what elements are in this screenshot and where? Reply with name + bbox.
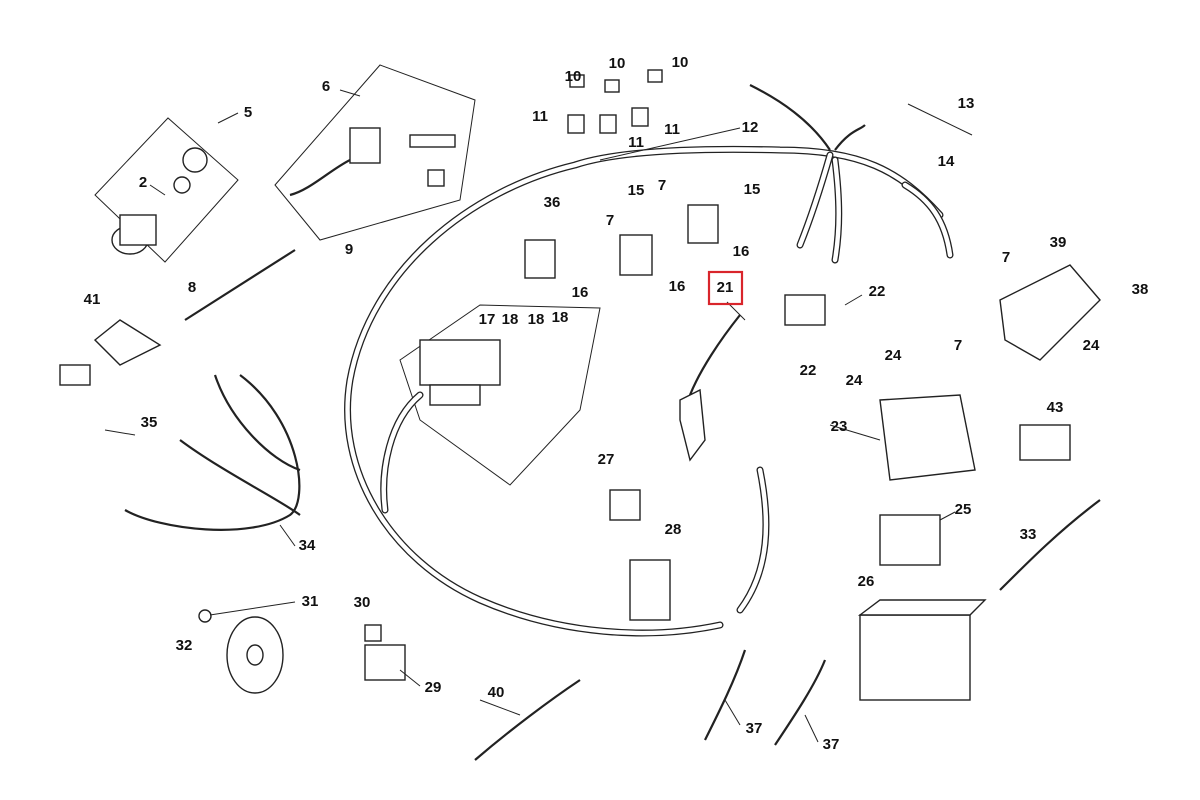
- callout-label-8: 8: [188, 279, 196, 296]
- callout-label-24: 24: [846, 372, 863, 389]
- callout-label-37: 37: [746, 720, 763, 737]
- callout-label-34: 34: [299, 537, 316, 554]
- callout-label-13: 13: [958, 95, 975, 112]
- highlight-box-21: [707, 270, 744, 306]
- callout-label-43: 43: [1047, 399, 1064, 416]
- callout-label-2: 2: [139, 174, 147, 191]
- callout-label-18: 18: [502, 311, 519, 328]
- callout-label-11: 11: [628, 134, 644, 151]
- callout-label-33: 33: [1020, 526, 1037, 543]
- callout-label-29: 29: [425, 679, 442, 696]
- callout-label-35: 35: [141, 414, 158, 431]
- callout-label-26: 26: [858, 573, 875, 590]
- callout-label-14: 14: [938, 153, 955, 170]
- callout-label-22: 22: [800, 362, 817, 379]
- callout-label-10: 10: [672, 54, 689, 71]
- callout-label-7: 7: [658, 177, 666, 194]
- callout-label-11: 11: [664, 121, 680, 138]
- callout-label-7: 7: [1002, 249, 1010, 266]
- callout-label-25: 25: [955, 501, 972, 518]
- callout-label-41: 41: [84, 291, 101, 308]
- callout-label-16: 16: [733, 243, 750, 260]
- callout-label-7: 7: [954, 337, 962, 354]
- callout-label-27: 27: [598, 451, 615, 468]
- group-box-6: [274, 64, 476, 241]
- callout-label-16: 16: [669, 278, 686, 295]
- callout-label-21: 21: [717, 279, 734, 296]
- callout-label-37: 37: [823, 736, 840, 753]
- callout-label-24: 24: [885, 347, 902, 364]
- callout-label-18: 18: [528, 311, 545, 328]
- callout-label-6: 6: [322, 78, 330, 95]
- main-harness: [344, 84, 954, 637]
- callout-label-11: 11: [532, 108, 548, 125]
- callout-label-17: 17: [479, 311, 496, 328]
- callout-label-32: 32: [176, 637, 193, 654]
- callout-label-5: 5: [244, 104, 252, 121]
- callout-label-10: 10: [565, 68, 582, 85]
- callout-label-23: 23: [831, 418, 848, 435]
- callout-label-28: 28: [665, 521, 682, 538]
- callout-label-40: 40: [488, 684, 505, 701]
- callout-label-38: 38: [1132, 281, 1149, 298]
- callout-label-10: 10: [609, 55, 626, 72]
- part-shapes: [59, 69, 1101, 761]
- callout-label-16: 16: [572, 284, 589, 301]
- callout-label-36: 36: [544, 194, 561, 211]
- callout-label-18: 18: [552, 309, 569, 326]
- callout-label-30: 30: [354, 594, 371, 611]
- callout-label-7: 7: [606, 212, 614, 229]
- callout-label-12: 12: [742, 119, 759, 136]
- callout-label-9: 9: [345, 241, 353, 258]
- callout-labels: 5 6 2 10 10 10 11 11 11 12 13 14 36 15 15 7 7 7 7 16 16 16 9 8 4…: [84, 54, 1149, 753]
- callout-label-22: 22: [869, 283, 886, 300]
- callout-label-31: 31: [302, 593, 319, 610]
- callout-label-15: 15: [744, 181, 761, 198]
- group-box-17-18: [399, 304, 601, 486]
- callout-label-15: 15: [628, 182, 645, 199]
- callout-label-24: 24: [1083, 337, 1100, 354]
- callout-label-39: 39: [1050, 234, 1067, 251]
